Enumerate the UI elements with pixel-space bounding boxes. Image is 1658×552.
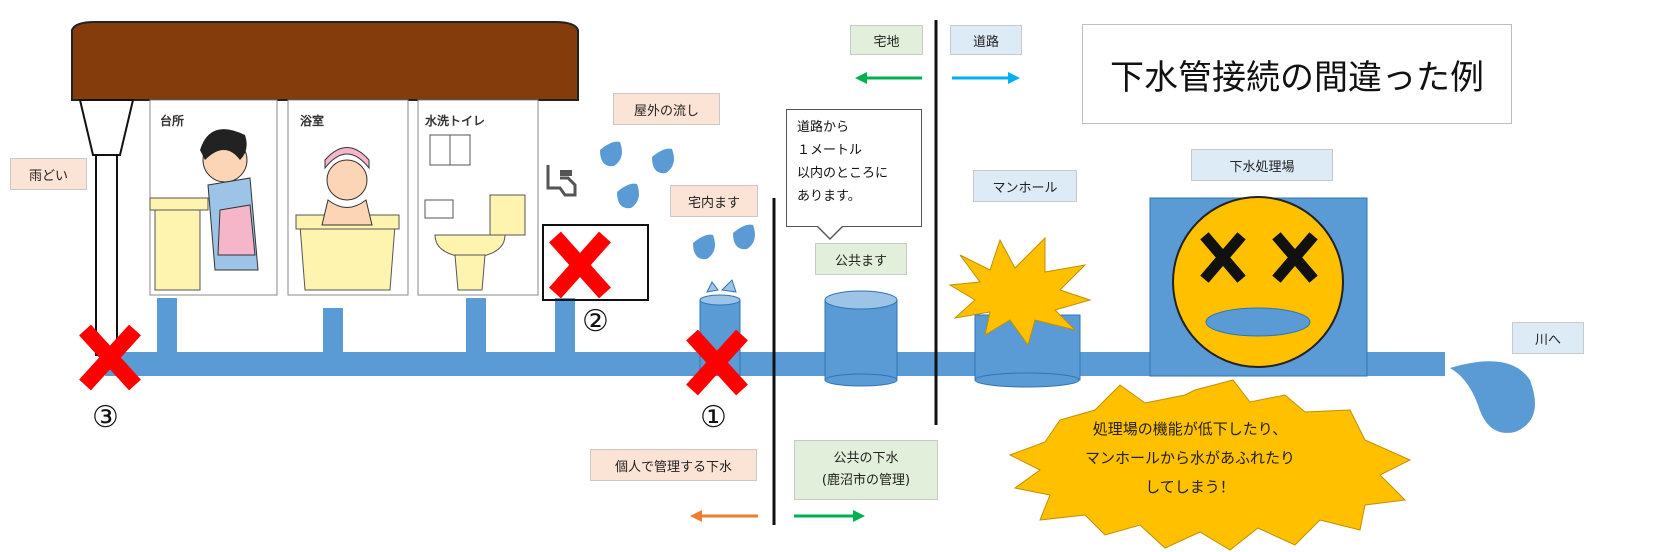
label-treatment-plant: 下水処理場 <box>1191 149 1333 181</box>
water-drops <box>600 141 755 260</box>
room-label-toilet: 水洗トイレ <box>425 114 486 128</box>
arrow-takuchi <box>855 72 922 84</box>
arrow-doro <box>952 72 1020 84</box>
bathtub-illustration <box>295 147 400 291</box>
toilet-illustration <box>424 134 526 291</box>
label-public-sewer: 公共の下水 (鹿沼市の管理) <box>794 440 938 500</box>
drain-connectors <box>157 298 575 353</box>
kitchen-sink-illustration <box>149 129 259 291</box>
room-label-bath: 浴室 <box>300 114 325 128</box>
arrow-private <box>690 510 758 522</box>
marker-1: ① <box>700 400 727 435</box>
manhole <box>948 236 1092 388</box>
callout-masu-location: 道路から １メートル 以内のところに あります。 <box>786 109 922 227</box>
faucet-error-box <box>542 224 649 301</box>
label-kokyo-masu: 公共ます <box>815 243 907 275</box>
house-roof <box>71 21 579 101</box>
river-outlet <box>1450 361 1535 433</box>
error-cross-3 <box>79 324 141 391</box>
label-takunai-masu: 宅内ます <box>670 185 758 217</box>
warning-text: 処理場の機能が低下したり、 マンホールから水があふれたり してしまう！ <box>1084 420 1295 496</box>
outdoor-faucet-illustration <box>546 165 577 197</box>
warning-burst <box>1008 379 1412 551</box>
label-doro: 道路 <box>950 25 1022 55</box>
error-cross-2 <box>549 231 611 299</box>
label-private-sewer: 個人で管理する下水 <box>590 449 757 481</box>
room-label-kitchen: 台所 <box>160 114 185 128</box>
rain-gutter-pipe <box>78 99 135 356</box>
label-kawa: 川へ <box>1512 322 1584 354</box>
arrow-public <box>794 510 865 522</box>
page-title: 下水管接続の間違った例 <box>1082 24 1512 124</box>
marker-2: ② <box>582 304 609 339</box>
public-inspection-chamber <box>824 290 898 387</box>
label-okugai-nagashi: 屋外の流し <box>613 93 720 125</box>
label-ame-doi: 雨どい <box>10 158 87 190</box>
treatment-plant <box>1149 196 1368 377</box>
label-takuchi: 宅地 <box>850 25 923 55</box>
marker-3: ③ <box>92 400 119 435</box>
label-manhole: マンホール <box>973 170 1077 202</box>
error-cross-1 <box>686 329 748 396</box>
